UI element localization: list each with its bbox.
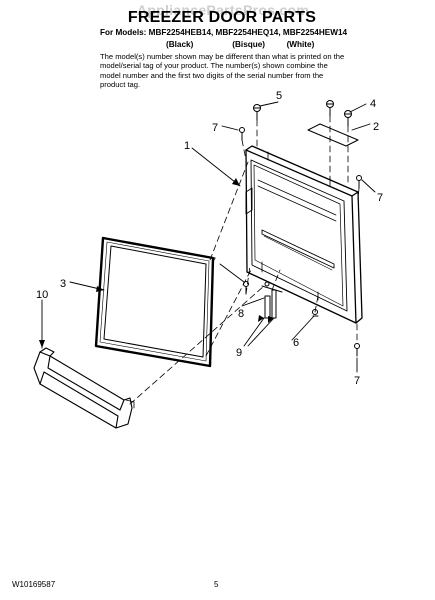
callout-1: 1 (184, 140, 190, 152)
door-gasket (94, 236, 215, 368)
finish-bisque: (Bisque) (232, 40, 266, 49)
document-number: W10169587 (12, 580, 56, 589)
callout-arrowheads (39, 178, 274, 348)
alignment-lines (129, 115, 360, 405)
callout-2: 2 (373, 121, 379, 133)
model-list: For Models: MBF2254HEB14, MBF2254HEQ14, … (100, 28, 348, 37)
callout-leaders (41, 101, 376, 373)
callout-7-mid-left: 7 (210, 256, 216, 268)
callout-9: 9 (236, 347, 242, 359)
callout-8: 8 (238, 308, 244, 320)
page-number: 5 (214, 580, 219, 589)
door-bin (33, 347, 135, 429)
callout-3: 3 (60, 278, 66, 290)
callout-7-right: 7 (377, 192, 383, 204)
callout-7-top-left: 7 (212, 122, 218, 134)
callout-4: 4 (370, 98, 376, 110)
finish-list: (Black) (Bisque) (White) (166, 40, 314, 49)
callout-6: 6 (293, 337, 299, 349)
finish-white: (White) (286, 40, 315, 49)
finish-black: (Black) (166, 40, 194, 49)
shim-plate (307, 123, 359, 147)
freezer-door-assembly (245, 145, 363, 324)
callout-5: 5 (276, 90, 282, 102)
callout-10: 10 (36, 289, 48, 301)
watermark: AppliancePartsPros.com (136, 2, 310, 18)
model-note: The model(s) number shown may be differe… (100, 52, 345, 90)
page-title: FREEZER DOOR PARTS (127, 9, 317, 26)
callout-7-bottom: 7 (354, 375, 360, 387)
